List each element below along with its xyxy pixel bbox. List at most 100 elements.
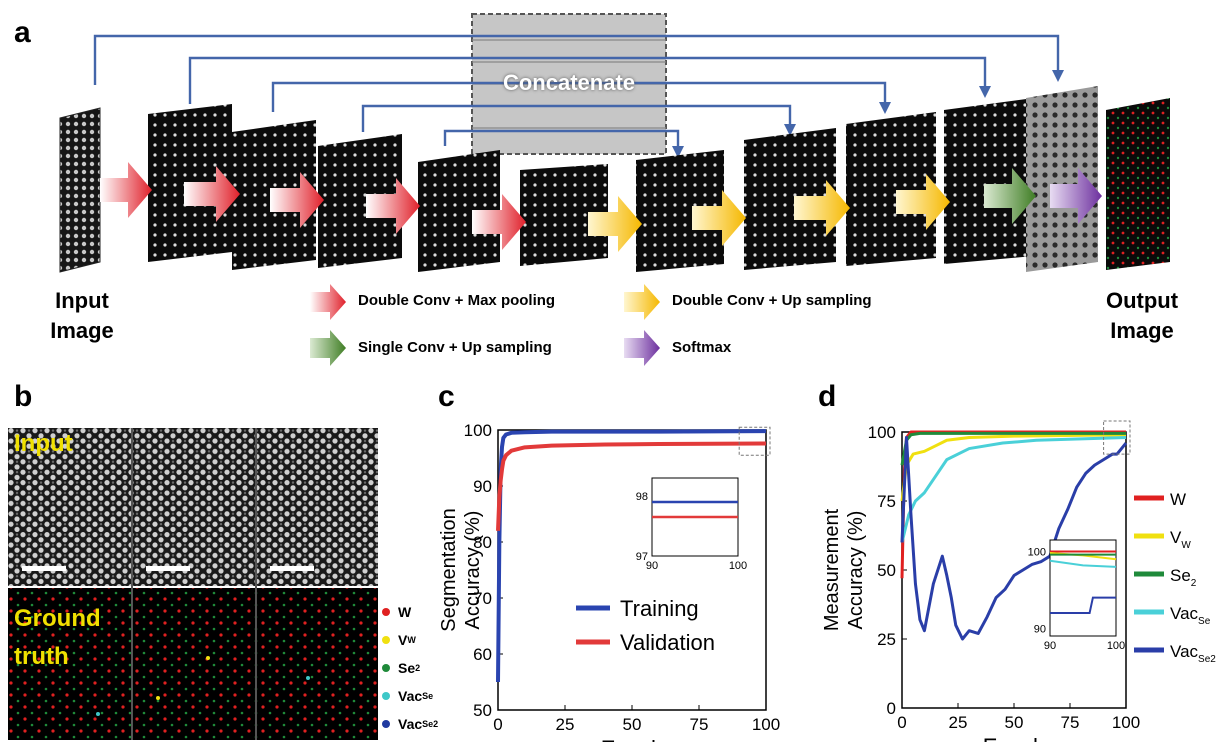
x-tick-label: 100 <box>1112 713 1140 732</box>
x-axis-label: Epoch <box>601 736 663 742</box>
legend-label-validation: Validation <box>620 630 715 655</box>
x-tick-label: 25 <box>556 715 575 734</box>
y-axis-label-line: Accuracy (%) <box>462 511 484 630</box>
b-legend-label: V <box>398 632 408 648</box>
series-line-vac-se <box>900 436 1127 543</box>
legend-label: VacSe2 <box>1170 642 1216 665</box>
x-tick-label: 50 <box>623 715 642 734</box>
legend-label: VacSe <box>1170 604 1211 627</box>
y-tick-label: 75 <box>877 492 896 511</box>
b-legend-label: Vac <box>398 688 423 704</box>
yellow-arrows <box>588 174 950 252</box>
x-tick-label: 0 <box>897 713 906 732</box>
b-legend-dot <box>382 608 390 616</box>
legend-double-conv-maxpool: Double Conv + Max pooling <box>358 292 556 309</box>
y-tick-label: 90 <box>473 477 492 496</box>
legend-label-sub: W <box>1181 540 1191 551</box>
input-overlay-label: Input <box>14 430 73 457</box>
panel-a-letter: a <box>14 16 31 49</box>
legend-double-conv-upsample: Double Conv + Up sampling <box>672 292 872 309</box>
panel-d-letter: d <box>818 380 837 413</box>
legend-label: VW <box>1170 528 1191 551</box>
b-legend-item: W <box>382 598 462 626</box>
output-image-label: Output Image <box>1105 288 1179 343</box>
inset-series-line <box>1050 596 1116 614</box>
legend-label-sub: Se <box>1198 616 1211 627</box>
panel-b-images <box>8 428 378 740</box>
b-legend-label: Se <box>398 660 416 676</box>
y-axis-label-line: Segmentation <box>438 508 460 631</box>
y-tick-label: 100 <box>464 421 492 440</box>
concatenate-label: Concatenate <box>502 70 636 95</box>
b-legend-sub: Se2 <box>422 719 439 729</box>
skip-connections <box>93 34 1060 148</box>
unet-diagram <box>59 13 1170 366</box>
legend-label-sub: 2 <box>1191 578 1197 589</box>
y-tick-label: 50 <box>877 561 896 580</box>
b-legend-sub: 2 <box>415 663 421 673</box>
inset-x-tick-label: 100 <box>1107 640 1125 652</box>
legend-label: Se2 <box>1170 566 1197 589</box>
ground-truth-overlay-label: Ground truth <box>14 605 101 670</box>
y-tick-label: 50 <box>473 701 492 720</box>
y-axis-label-line: Accuracy (%) <box>845 511 867 630</box>
purple-arrow <box>1050 168 1102 224</box>
y-axis-label-line: Measurement <box>821 508 843 631</box>
inset-series-line <box>1049 559 1117 568</box>
b-legend-dot <box>382 692 390 700</box>
green-arrow <box>984 168 1036 224</box>
b-legend-label: Vac <box>398 716 423 732</box>
input-image <box>59 107 101 273</box>
series-line-validation <box>496 441 767 531</box>
inset-y-tick-label: 97 <box>636 551 648 563</box>
b-legend-dot <box>382 664 390 672</box>
x-tick-label: 75 <box>690 715 709 734</box>
inset-x-tick-label: 100 <box>729 560 747 572</box>
inset-y-tick-label: 100 <box>1028 547 1046 559</box>
inset-x-tick-label: 90 <box>646 560 658 572</box>
legend-single-conv-upsample: Single Conv + Up sampling <box>358 339 552 356</box>
y-tick-label: 100 <box>868 423 896 442</box>
b-legend-sub: Se <box>422 691 434 701</box>
y-tick-label: 25 <box>877 630 896 649</box>
x-tick-label: 25 <box>949 713 968 732</box>
y-tick-label: 70 <box>473 589 492 608</box>
inset-y-tick-label: 98 <box>636 491 648 503</box>
b-legend-label: W <box>398 604 412 620</box>
panel-c-letter: c <box>438 380 455 413</box>
x-tick-label: 50 <box>1005 713 1024 732</box>
inset-x-tick-label: 90 <box>1044 640 1056 652</box>
x-tick-label: 100 <box>752 715 780 734</box>
y-tick-label: 80 <box>473 533 492 552</box>
legend-label-sub: Se2 <box>1198 654 1216 665</box>
legend-label: W <box>1170 490 1186 509</box>
legend-softmax: Softmax <box>672 339 732 356</box>
series-line-vac-se2 <box>900 436 1128 641</box>
b-legend-sub: W <box>407 635 416 645</box>
zoom-box <box>1103 420 1131 455</box>
red-arrows <box>100 162 526 250</box>
b-legend-dot <box>382 720 390 728</box>
legend-label-training: Training <box>620 596 699 621</box>
input-image-label: Input Image <box>50 288 114 343</box>
x-tick-label: 0 <box>493 715 502 734</box>
y-tick-label: 0 <box>887 699 896 718</box>
inset-y-tick-label: 90 <box>1034 623 1046 635</box>
zoom-box <box>738 426 771 456</box>
panel-b-letter: b <box>14 380 33 413</box>
b-legend-dot <box>382 636 390 644</box>
x-tick-label: 75 <box>1061 713 1080 732</box>
y-tick-label: 60 <box>473 645 492 664</box>
plot-frame <box>497 429 767 711</box>
x-axis-label: Epoch <box>983 734 1045 742</box>
feature-blocks <box>148 86 1170 272</box>
